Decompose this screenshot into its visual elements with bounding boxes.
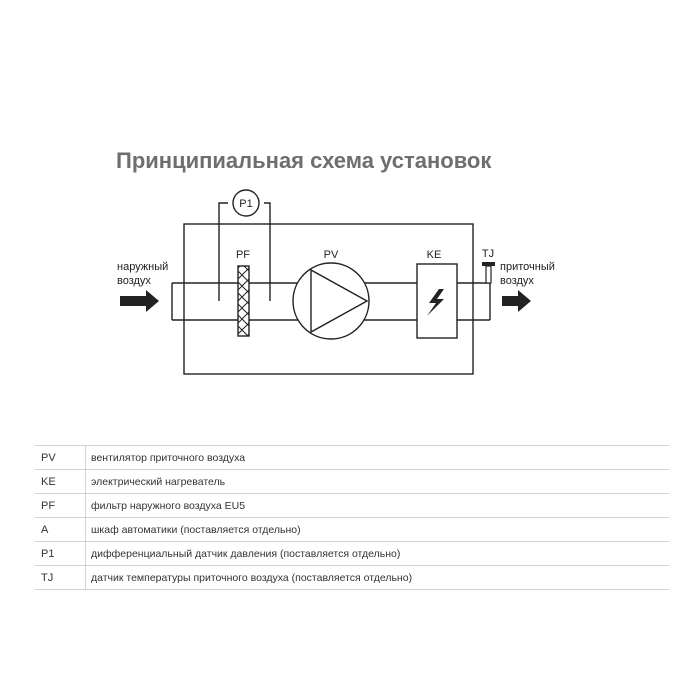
supply-fan-pv: PV [292,249,370,340]
legend-description: дифференциальный датчик давления (постав… [85,541,669,566]
table-row: PF фильтр наружного воздуха EU5 [35,493,669,518]
legend-code: P1 [35,541,86,566]
table-row: PV вентилятор приточного воздуха [35,445,669,470]
electric-heater-ke: KE [416,249,458,339]
lightning-icon [427,289,444,316]
outlet-arrow-icon [502,290,531,312]
tj-label: TJ [482,248,494,260]
inlet-label-line1: наружный [117,261,168,273]
outlet-label-line1: приточный [500,261,555,273]
thermometer-icon [482,262,495,266]
legend-table: PV вентилятор приточного воздуха KE элек… [35,445,669,590]
legend-code: A [35,517,86,542]
unit-casing [183,223,474,375]
outlet-label-line2: воздух [500,275,534,287]
inlet-arrow-icon [120,290,159,312]
air-outlet: приточный воздух [500,261,555,312]
legend-description: датчик температуры приточного воздуха (п… [85,565,669,590]
table-row: KE электрический нагреватель [35,469,669,494]
air-inlet: наружный воздух [117,261,168,312]
pv-label: PV [324,249,339,261]
legend-code: PF [35,493,86,518]
table-row: P1 дифференциальный датчик давления (пос… [35,541,669,566]
legend-description: фильтр наружного воздуха EU5 [85,493,669,518]
ventilation-schematic: P1 PF PV KE TJ наружный воздух приточный… [117,189,555,375]
table-row: TJ датчик температуры приточного воздуха… [35,565,669,590]
filter-pf: PF [236,249,250,337]
pressure-sensor-tubes [218,202,271,301]
ke-label: KE [427,249,442,261]
table-row: A шкаф автоматики (поставляется отдельно… [35,517,669,542]
pressure-sensor-p1: P1 [232,189,260,217]
legend-description: электрический нагреватель [85,469,669,494]
legend-description: шкаф автоматики (поставляется отдельно) [85,517,669,542]
inlet-label-line2: воздух [117,275,151,287]
legend-description: вентилятор приточного воздуха [85,445,669,470]
legend-code: KE [35,469,86,494]
legend-code: PV [35,445,86,470]
page-title: Принципиальная схема установок [116,148,492,173]
temperature-sensor-tj: TJ [482,248,495,284]
legend-code: TJ [35,565,86,590]
pf-label: PF [236,249,250,261]
p1-label: P1 [239,198,252,210]
fan-icon [292,262,370,340]
